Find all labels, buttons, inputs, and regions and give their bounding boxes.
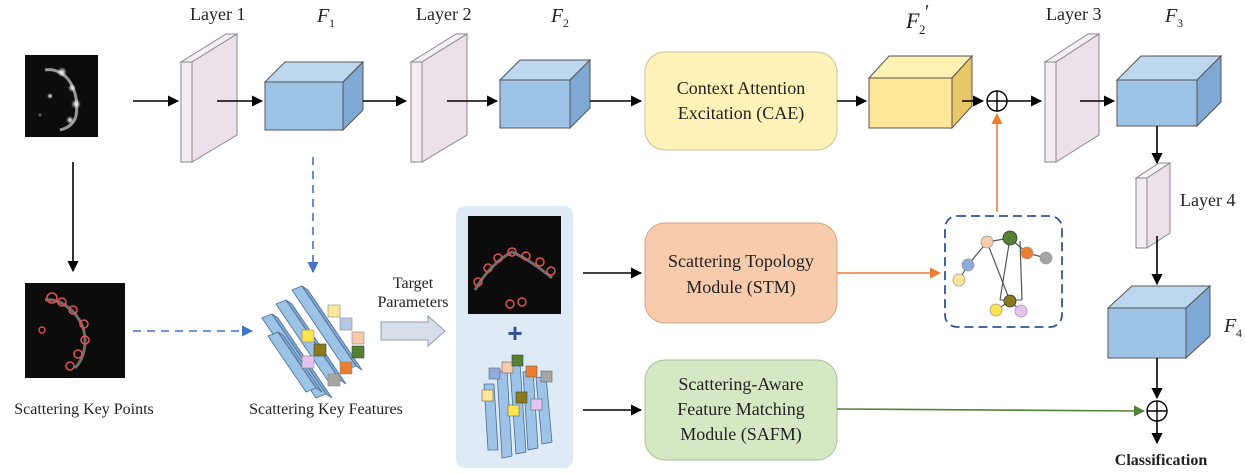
- f3-subscript: 3: [1177, 16, 1183, 30]
- target-parameters-line2: Parameters: [377, 294, 448, 311]
- sar-input-image: [25, 55, 98, 137]
- classification-label: Classification: [1115, 452, 1208, 469]
- sum-node-bottom: [1146, 400, 1168, 422]
- panel-feature-columns: [481, 354, 553, 459]
- layer1-label: Layer 1: [190, 4, 245, 24]
- arrow-safm-to-sum: [836, 405, 1146, 417]
- scattering-key-features-label: Scattering Key Features: [249, 401, 403, 418]
- safm-line3: Module (SAFM): [680, 424, 802, 445]
- layer3-label: Layer 3: [1046, 4, 1101, 24]
- f4-subscript: 4: [1236, 326, 1242, 340]
- f1-cube: [263, 60, 365, 132]
- f3-cube: [1115, 54, 1223, 128]
- scattering-key-points-label: Scattering Key Points: [14, 401, 154, 418]
- layer1-plate: [179, 33, 239, 163]
- stm-module: [644, 222, 838, 324]
- f3-label: F: [1164, 5, 1178, 27]
- stm-line2: Module (STM): [686, 277, 796, 298]
- layer3-plate: [1043, 33, 1101, 163]
- safm-module: [644, 359, 838, 461]
- f4-label: F: [1223, 315, 1237, 337]
- f1-subscript: 1: [329, 16, 335, 30]
- safm-line2: Feature Matching: [677, 399, 804, 419]
- keypoints-image: [25, 283, 125, 378]
- target-parameters-line1: Target: [393, 275, 434, 292]
- f2-prime-label: F: [905, 8, 920, 33]
- topology-graph-box: [944, 215, 1063, 328]
- layer4-plate: [1134, 162, 1172, 249]
- cae-line2: Excitation (CAE): [678, 103, 804, 124]
- cae-module: [644, 51, 838, 151]
- f1-label: F: [316, 5, 330, 27]
- layer4-label: Layer 4: [1180, 190, 1235, 210]
- f2-cube: [498, 58, 592, 130]
- topology-graph: [952, 230, 1053, 318]
- f2-label: F: [550, 5, 564, 27]
- safm-line1: Scattering-Aware: [678, 374, 803, 394]
- f4-cube: [1106, 284, 1212, 360]
- f2-prime-cube: [867, 54, 974, 130]
- f2-prime-subscript: 2: [919, 22, 926, 37]
- stm-line1: Scattering Topology: [668, 251, 814, 271]
- plus-sign: +: [507, 318, 522, 348]
- f2-subscript: 2: [563, 16, 569, 30]
- layer2-label: Layer 2: [416, 4, 471, 24]
- panel-sar-image: [468, 216, 561, 314]
- sum-node-top: [986, 90, 1008, 112]
- key-features-stack: [261, 285, 365, 399]
- target-parameters-arrow: [380, 314, 446, 348]
- f2-prime-mark: ′: [925, 1, 929, 23]
- cae-line1: Context Attention: [677, 78, 806, 98]
- layer2-plate: [409, 33, 469, 163]
